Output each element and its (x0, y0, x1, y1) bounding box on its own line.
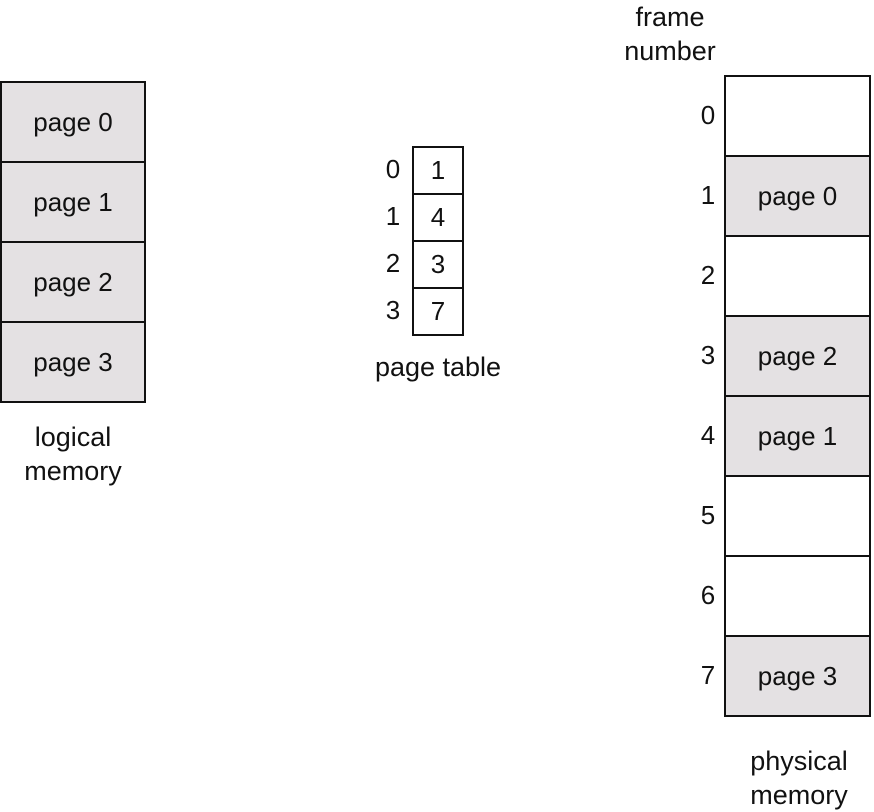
page-table-row: 0 1 (374, 146, 464, 193)
physical-frame-2 (726, 237, 869, 317)
physical-caption-line2: memory (750, 780, 848, 810)
page-table-index: 2 (385, 248, 401, 278)
physical-memory: page 0 page 2 page 1 page 3 (724, 75, 871, 717)
physical-frame-5 (726, 477, 869, 557)
page-table-index: 1 (385, 201, 401, 231)
physical-frame-4: page 1 (726, 397, 869, 477)
logical-page-3: page 3 (2, 323, 144, 403)
page-table-frame: 7 (412, 287, 464, 336)
frame-number-7: 7 (700, 659, 716, 690)
physical-frame-1: page 0 (726, 157, 869, 237)
page-table: 0 1 1 4 2 3 3 7 (374, 146, 464, 336)
physical-memory-caption: physical memory (724, 744, 874, 812)
page-table-caption: page table (374, 352, 502, 382)
frame-number-5: 5 (700, 499, 716, 530)
logical-caption-line1: logical (34, 422, 112, 452)
page-table-row: 2 3 (374, 240, 464, 287)
physical-caption-line1: physical (750, 746, 848, 776)
frame-number-header: frame number (612, 0, 728, 68)
frame-header-line1: frame (635, 2, 705, 32)
physical-frame-6 (726, 557, 869, 637)
frame-number-3: 3 (700, 339, 716, 370)
logical-page-2: page 2 (2, 243, 144, 323)
physical-frame-0 (726, 77, 869, 157)
physical-frame-3: page 2 (726, 317, 869, 397)
page-table-row: 1 4 (374, 193, 464, 240)
frame-number-2: 2 (700, 259, 716, 290)
page-table-index: 3 (385, 295, 401, 325)
frame-numbers: 0 1 2 3 4 5 6 7 (688, 75, 728, 715)
page-table-frame: 1 (412, 146, 464, 193)
frame-header-line2: number (624, 36, 716, 66)
physical-frame-7: page 3 (726, 637, 869, 717)
logical-page-0: page 0 (2, 83, 144, 163)
logical-memory: page 0 page 1 page 2 page 3 (0, 81, 146, 403)
page-table-index: 0 (385, 154, 401, 184)
frame-number-0: 0 (700, 99, 716, 130)
frame-number-1: 1 (700, 179, 716, 210)
logical-page-1: page 1 (2, 163, 144, 243)
page-table-row: 3 7 (374, 287, 464, 336)
logical-caption-line2: memory (24, 456, 122, 486)
page-table-frame: 4 (412, 193, 464, 240)
logical-memory-caption: logical memory (0, 420, 146, 488)
frame-number-6: 6 (700, 579, 716, 610)
page-table-frame: 3 (412, 240, 464, 287)
frame-number-4: 4 (700, 419, 716, 450)
